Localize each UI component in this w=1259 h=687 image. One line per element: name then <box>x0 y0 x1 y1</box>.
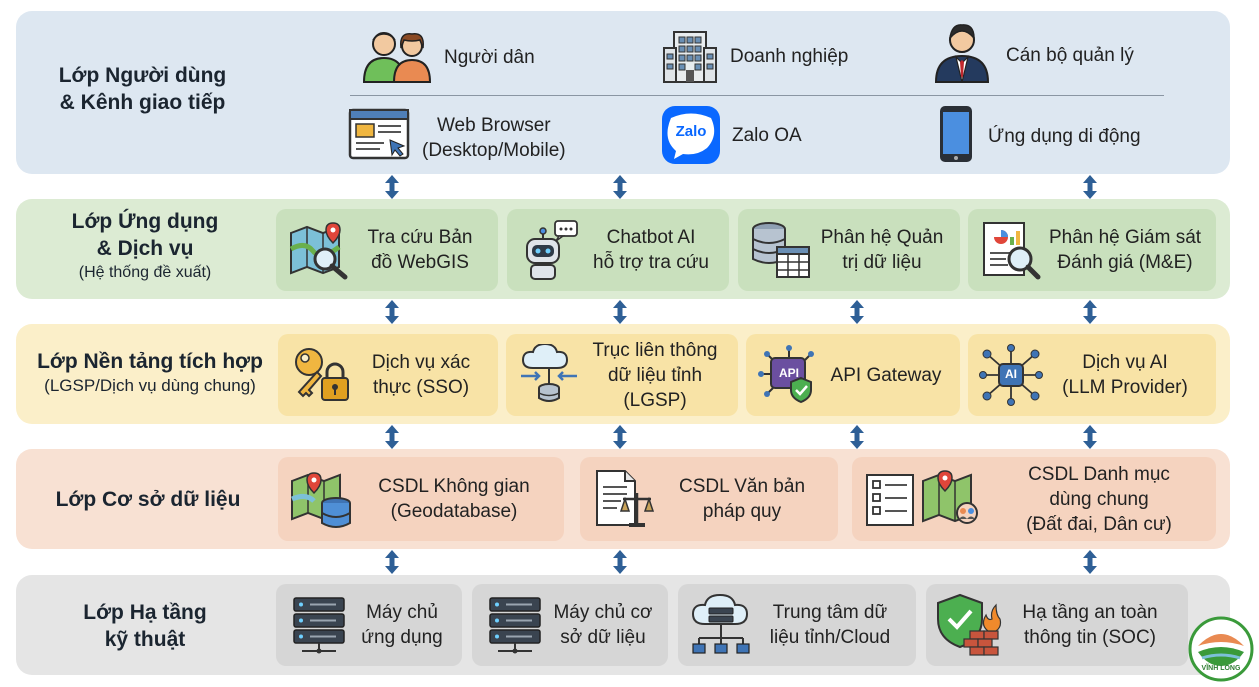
card-soc-label: Hạ tầng an toàn thông tin (SOC) <box>1022 602 1158 648</box>
app-layer-title: Lớp Ứng dụng & Dịch vụ (Hệ thống đề xuất… <box>30 208 260 284</box>
platform-layer-subtitle: (LGSP/Dịch vụ dùng chung) <box>44 376 256 395</box>
people-icon <box>360 26 434 89</box>
card-legal-db: CSDL Văn bản pháp quy <box>580 457 838 541</box>
user-official-label: Cán bộ quản lý <box>1006 45 1134 66</box>
card-sso-label: Dịch vụ xác thực (SSO) <box>371 352 471 398</box>
double-arrow-icon <box>382 299 402 325</box>
infra-layer-title: Lớp Hạ tầng kỹ thuật <box>83 601 207 651</box>
card-chatbot: Chatbot AI hỗ trợ tra cứu <box>507 209 729 291</box>
channel-mobile-app-label: Ứng dụng di động <box>988 126 1141 147</box>
card-data-admin: Phân hệ Quản trị dữ liệu <box>738 209 960 291</box>
legal-document-icon <box>590 466 656 532</box>
double-arrow-icon <box>610 174 630 200</box>
double-arrow-icon <box>382 174 402 200</box>
logo-text: VĨNH LONG <box>1201 665 1241 672</box>
api-shield-icon: API <box>756 342 822 408</box>
card-db-server-label: Máy chủ cơ sở dữ liệu <box>553 602 653 648</box>
user-layer-divider <box>350 95 1164 96</box>
card-data-admin-label: Phân hệ Quản trị dữ liệu <box>820 227 944 273</box>
double-arrow-icon <box>847 424 867 450</box>
zalo-logo-text: Zalo <box>675 123 707 140</box>
card-webgis: Tra cứu Bản đồ WebGIS <box>276 209 498 291</box>
ai-network-icon: AI <box>978 342 1044 408</box>
app-layer-title-text: Lớp Ứng dụng & Dịch vụ <box>71 210 219 260</box>
card-lgsp: Trục liên thông dữ liệu tỉnh (LGSP) <box>506 334 738 416</box>
card-monitoring-label: Phân hệ Giám sát Đánh giá (M&E) <box>1048 227 1202 273</box>
map-search-icon <box>286 217 352 283</box>
zalo-logo-icon: Zalo <box>662 106 720 164</box>
chatbot-robot-icon <box>517 217 583 283</box>
user-layer-band <box>16 11 1230 174</box>
ai-icon-text: AI <box>1005 367 1017 381</box>
server-rack-icon <box>482 592 548 658</box>
api-icon-text: API <box>778 366 799 380</box>
cloud-exchange-icon <box>516 342 582 408</box>
card-chatbot-label: Chatbot AI hỗ trợ tra cứu <box>593 227 709 273</box>
user-layer-title: Lớp Người dùng & Kênh giao tiếp <box>58 64 227 114</box>
channel-web-browser-label: Web Browser (Desktop/Mobile) <box>422 114 566 161</box>
card-app-server: Máy chủ ứng dụng <box>276 584 462 666</box>
channel-zalo: Zalo Zalo OA <box>662 106 802 164</box>
database-table-icon <box>748 217 814 283</box>
platform-layer-title-text: Lớp Nền tảng tích hợp <box>37 350 263 373</box>
double-arrow-icon <box>382 549 402 575</box>
channel-mobile-app: Ứng dụng di động <box>938 104 1141 169</box>
server-rack-icon <box>286 592 352 658</box>
double-arrow-icon <box>610 299 630 325</box>
card-sso: Dịch vụ xác thực (SSO) <box>278 334 498 416</box>
card-db-server: Máy chủ cơ sở dữ liệu <box>472 584 668 666</box>
card-spatial-db: CSDL Không gian (Geodatabase) <box>278 457 564 541</box>
map-database-icon <box>288 466 354 532</box>
user-official: Cán bộ quản lý <box>932 22 1134 89</box>
card-webgis-label: Tra cứu Bản đồ WebGIS <box>367 227 473 273</box>
smartphone-icon <box>938 104 974 169</box>
cloud-server-icon <box>688 592 754 658</box>
card-api-gateway: API API Gateway <box>746 334 960 416</box>
web-browser-icon <box>348 108 412 167</box>
channel-zalo-label: Zalo OA <box>732 124 802 146</box>
double-arrow-icon <box>847 299 867 325</box>
user-citizen: Người dân <box>360 26 535 89</box>
user-enterprise-label: Doanh nghiệp <box>730 46 849 67</box>
key-lock-icon <box>288 342 354 408</box>
double-arrow-icon <box>1080 174 1100 200</box>
shield-firewall-icon <box>936 592 1002 658</box>
double-arrow-icon <box>610 424 630 450</box>
vinh-long-emblem <box>1188 616 1254 682</box>
vinh-long-logo: VĨNH LONG <box>1188 616 1254 682</box>
user-enterprise: Doanh nghiệp <box>660 24 848 89</box>
double-arrow-icon <box>1080 299 1100 325</box>
officer-icon <box>932 22 992 89</box>
card-spatial-db-label: CSDL Không gian (Geodatabase) <box>378 476 530 522</box>
channel-web-browser: Web Browser (Desktop/Mobile) <box>348 108 566 167</box>
double-arrow-icon <box>382 424 402 450</box>
card-data-center: Trung tâm dữ liệu tỉnh/Cloud <box>678 584 916 666</box>
card-soc: Hạ tầng an toàn thông tin (SOC) <box>926 584 1188 666</box>
card-ai-service-label: Dịch vụ AI (LLM Provider) <box>1062 352 1188 398</box>
double-arrow-icon <box>610 549 630 575</box>
double-arrow-icon <box>1080 549 1100 575</box>
card-monitoring: Phân hệ Giám sát Đánh giá (M&E) <box>968 209 1216 291</box>
user-citizen-label: Người dân <box>444 47 535 68</box>
list-map-icon <box>862 466 992 532</box>
card-app-server-label: Máy chủ ứng dụng <box>361 602 443 648</box>
card-shared-catalog-db: CSDL Danh mục dùng chung (Đất đai, Dân c… <box>852 457 1216 541</box>
card-data-center-label: Trung tâm dữ liệu tỉnh/Cloud <box>769 602 891 648</box>
card-legal-db-label: CSDL Văn bản pháp quy <box>678 476 806 522</box>
report-analysis-icon <box>978 217 1044 283</box>
card-ai-service: AI Dịch vụ AI (LLM Provider) <box>968 334 1216 416</box>
card-shared-catalog-db-label: CSDL Danh mục dùng chung (Đất đai, Dân c… <box>1026 463 1172 535</box>
platform-layer-title: Lớp Nền tảng tích hợp (LGSP/Dịch vụ dùng… <box>22 348 278 397</box>
office-building-icon <box>660 24 720 89</box>
data-layer-title: Lớp Cơ sở dữ liệu <box>55 488 241 511</box>
double-arrow-icon <box>1080 424 1100 450</box>
card-api-gateway-label: API Gateway <box>830 364 942 386</box>
app-layer-subtitle: (Hệ thống đề xuất) <box>78 264 212 281</box>
card-lgsp-label: Trục liên thông dữ liệu tỉnh (LGSP) <box>592 339 718 411</box>
